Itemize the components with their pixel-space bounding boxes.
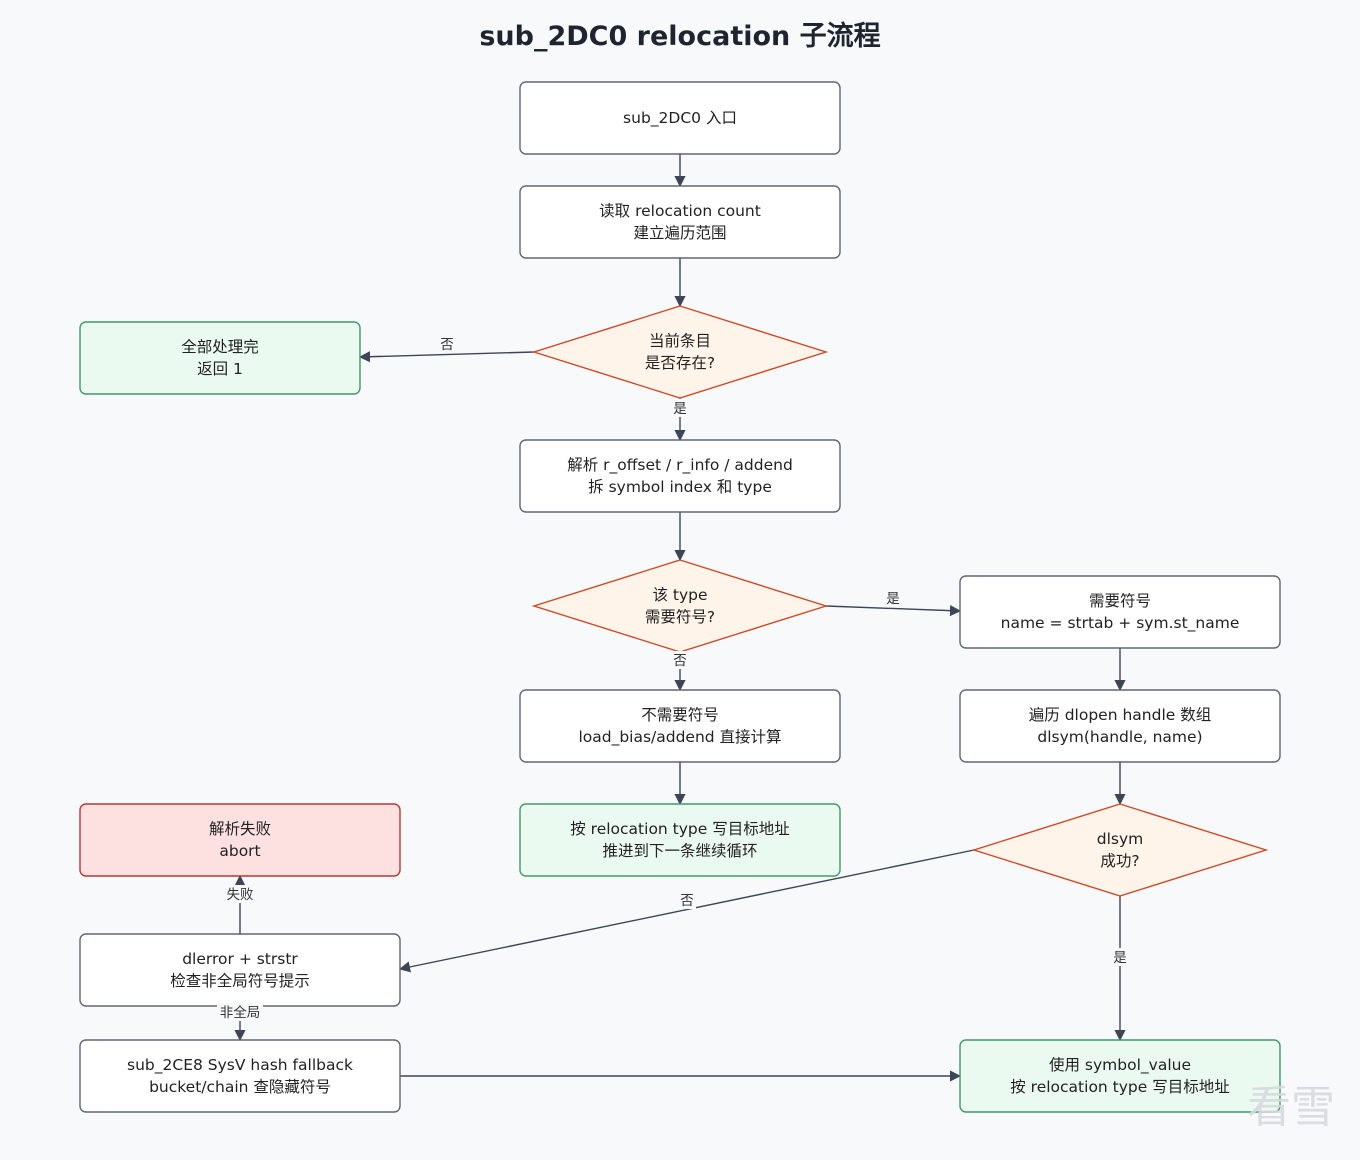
node-label-line: 成功? (1100, 852, 1139, 870)
node-label-line: 推进到下一条继续循环 (602, 842, 757, 860)
process-box (79, 321, 361, 395)
node-label-line: 不需要符号 (641, 706, 719, 724)
edge-label-exists-no: 否 (440, 337, 454, 353)
process-box (79, 1039, 401, 1113)
node-label-line: abort (219, 842, 260, 860)
node-label-line: bucket/chain 查隐藏符号 (149, 1078, 331, 1096)
node-read-count: 读取 relocation count 建立遍历范围 (519, 185, 841, 259)
node-label-line: 返回 1 (197, 360, 243, 378)
edge-label-bg (224, 885, 256, 903)
node-sysv-fallback: sub_2CE8 SysV hash fallback bucket/chain … (79, 1039, 401, 1113)
node-label-line: load_bias/addend 直接计算 (578, 727, 781, 747)
decision-diamond (971, 803, 1269, 897)
node-label-line: 需要符号? (645, 608, 715, 626)
edge-arrow (358, 351, 535, 363)
edge-label-exists-yes: 是 (673, 401, 687, 417)
diagram-title: sub_2DC0 relocation 子流程 (479, 21, 881, 52)
node-label-line: 遍历 dlopen handle 数组 (1029, 706, 1211, 724)
edges-layer (234, 154, 1126, 1082)
node-need-symbol-name: 需要符号 name = strtab + sym.st_name (959, 575, 1281, 649)
edge-label-bg (1111, 948, 1129, 966)
node-label-line: 解析失败 (209, 820, 271, 838)
process-box (79, 803, 401, 877)
node-label-line: dlerror + strstr (182, 950, 298, 968)
edge-arrow (398, 849, 975, 973)
node-entry: sub_2DC0 入口 (519, 81, 841, 155)
edge-label-dlsym-no: 否 (680, 893, 694, 909)
edge-label-bg (217, 1003, 263, 1021)
node-label-line: 拆 symbol index 和 type (588, 478, 772, 496)
node-label-line: 全部处理完 (181, 338, 259, 356)
node-label-line: 建立遍历范围 (633, 224, 726, 242)
process-box (959, 689, 1281, 763)
node-label-line: 使用 symbol_value (1049, 1056, 1191, 1075)
watermark: 看雪 (1247, 1082, 1335, 1133)
edge-label-check-nonglobal: 非全局 (220, 1004, 261, 1021)
edge-label-bg (671, 399, 689, 417)
decision-diamond (531, 305, 829, 399)
edge-arrow (825, 605, 962, 617)
process-box (519, 81, 841, 155)
edge-label-bg (678, 891, 696, 909)
edge-label-needs-yes: 是 (886, 591, 900, 607)
process-box (959, 575, 1281, 649)
node-label-line: dlsym (1097, 830, 1144, 848)
node-label-line: 按 relocation type 写目标地址 (1010, 1078, 1229, 1096)
node-needs-symbol: 该 type 需要符号? (531, 559, 829, 653)
process-box (519, 185, 841, 259)
watermark-text: 看雪 (1247, 1082, 1335, 1133)
process-box (519, 439, 841, 513)
node-label-line: 按 relocation type 写目标地址 (570, 820, 789, 838)
node-parse-entry: 解析 r_offset / r_info / addend 拆 symbol in… (519, 439, 841, 513)
node-label-line: 解析 r_offset / r_info / addend (567, 456, 793, 475)
node-dlsym-ok: dlsym 成功? (971, 803, 1269, 897)
node-parse-fail: 解析失败 abort (79, 803, 401, 877)
process-box (519, 803, 841, 877)
node-label-line: 检查非全局符号提示 (170, 972, 310, 990)
process-box (519, 689, 841, 763)
node-label-line: name = strtab + sym.st_name (1001, 614, 1240, 633)
node-iterate-handles: 遍历 dlopen handle 数组 dlsym(handle, name) (959, 689, 1281, 763)
node-label-line: 该 type (652, 586, 707, 604)
node-label-line: 需要符号 (1089, 592, 1151, 610)
edge-label-bg (438, 335, 456, 353)
node-label-line: 当前条目 (649, 332, 711, 350)
edge-label-needs-no: 否 (673, 653, 687, 669)
node-label-line: sub_2DC0 入口 (623, 109, 737, 128)
process-box (959, 1039, 1281, 1113)
node-label-line: 是否存在? (645, 354, 715, 372)
edge-label-check-fail: 失败 (227, 887, 254, 903)
process-box (79, 933, 401, 1007)
edge-label-bg (884, 589, 902, 607)
decision-diamond (531, 559, 829, 653)
node-label-line: dlsym(handle, name) (1037, 728, 1202, 746)
node-use-value: 使用 symbol_value 按 relocation type 写目标地址 (959, 1039, 1281, 1113)
node-label-line: sub_2CE8 SysV hash fallback (127, 1056, 353, 1075)
node-label-line: 读取 relocation count (599, 202, 761, 220)
node-dlerror-check: dlerror + strstr 检查非全局符号提示 (79, 933, 401, 1007)
node-no-symbol: 不需要符号 load_bias/addend 直接计算 (519, 689, 841, 763)
edge-label-dlsym-yes: 是 (1113, 950, 1127, 966)
edge-label-bg (671, 651, 689, 669)
